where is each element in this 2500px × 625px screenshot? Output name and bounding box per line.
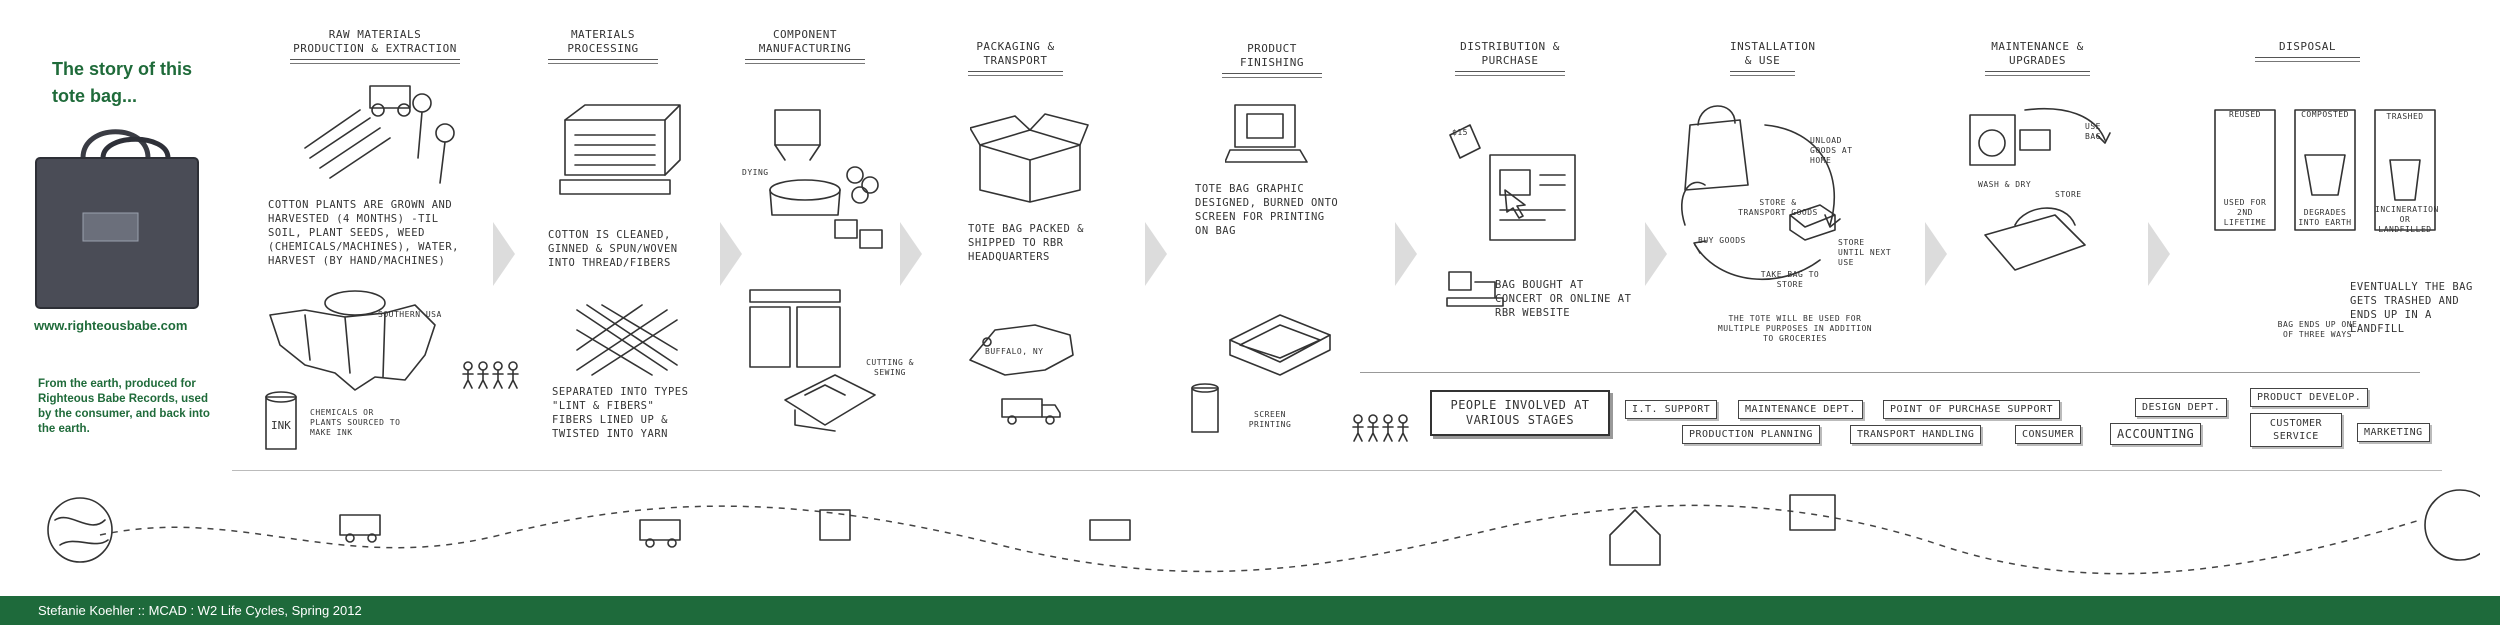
ink-can-sketch: INK (265, 391, 297, 450)
stage-heading-distribution-purchase: Distribution & Purchase (1455, 40, 1565, 76)
role-it-support: I.T. Support (1625, 400, 1718, 419)
stage-text-raw-materials: Cotton plants are grown and harvested (4… (268, 199, 460, 267)
role-design-dept: Design Dept. (2135, 398, 2228, 417)
use-cycle-sketch (1680, 105, 1841, 280)
role-product-develop: Product Develop. (2250, 388, 2369, 407)
note-reused: Reused (2229, 110, 2261, 119)
sewing-machine-sketch (784, 374, 876, 432)
note-three-ways: Bag ends up one of three ways (2277, 320, 2358, 339)
note-degrades: Degrades into earth (2298, 208, 2352, 227)
people-divider (1360, 372, 2420, 373)
stage-arrow-4 (1145, 222, 1167, 286)
stage-arrow-1 (493, 222, 515, 286)
stage-text-materials-processing: Cotton is cleaned, ginned & spun/woven i… (548, 229, 678, 269)
tagline: From the earth, produced for Righteous B… (38, 378, 210, 435)
dying-vats-sketch (769, 109, 883, 249)
note-take-bag-to-store: Take bag to store (1760, 270, 1820, 289)
note-wash-dry: Wash & dry (1978, 180, 2032, 189)
usa-map-sketch (269, 290, 436, 391)
note-store-transport: Store & transport goods (1738, 198, 1818, 217)
note-store: Store (2055, 190, 2082, 199)
gin-machine-sketch (559, 104, 681, 195)
note-composted: Composted (2301, 110, 2349, 119)
note-trashed: Trashed (2386, 112, 2424, 121)
stage-arrow-5 (1395, 222, 1417, 286)
stage-heading-disposal: Disposal (2255, 40, 2360, 62)
stage-text-packaging-transport: Tote bag packed & shipped to RBR headqua… (968, 223, 1084, 263)
stage-arrow-7 (1925, 222, 1947, 286)
note-dying: Dying (742, 168, 769, 177)
note-use-bag: Use bag (2085, 122, 2101, 141)
note-price: $15 (1452, 128, 1468, 137)
role-transport-handling: Transport Handling (1850, 425, 1982, 444)
fabric-panels-sketch (749, 289, 841, 368)
note-unload-goods: Unload goods at home (1810, 136, 1853, 165)
timeline-divider (232, 470, 2442, 471)
role-point-of-purchase-support: Point of Purchase Support (1883, 400, 2061, 419)
stage-heading-materials-processing: Materials Processing (548, 28, 658, 64)
stage-arrow-2 (720, 222, 742, 286)
note-buy-goods: Buy goods (1698, 236, 1746, 245)
disposal-options-sketch (2214, 109, 2436, 231)
svg-text:INK: INK (271, 419, 291, 432)
story-title: The story of this tote bag... (52, 59, 193, 106)
stage-heading-raw-materials: Raw Materials Production & Extraction (290, 28, 460, 64)
role-accounting: Accounting (2110, 423, 2202, 445)
note-screen-printing: Screen printing (1248, 410, 1292, 429)
stage-heading-packaging-transport: Packaging & Transport (968, 40, 1063, 76)
stage-arrow-6 (1645, 222, 1667, 286)
stage-heading-installation-use: Installation & Use (1730, 40, 1815, 76)
stage-text-distribution-purchase: Bag bought at concert or online at RBR w… (1495, 279, 1632, 319)
note-southern-usa: Southern USA (378, 310, 442, 319)
stage-text-installation-use: The tote will be used for multiple purpo… (1717, 314, 1873, 343)
website-link[interactable]: www.righteousbabe.com (34, 318, 188, 333)
stage-heading-product-finishing: Product Finishing (1222, 42, 1322, 78)
footer-credit: Stefanie Koehler :: MCAD : W2 Life Cycle… (38, 603, 362, 618)
stage-text-disposal: Eventually the bag gets trashed and ends… (2350, 281, 2473, 335)
note-cutting-sewing: Cutting & sewing (866, 358, 914, 377)
wash-cycle-sketch (1969, 108, 2111, 271)
note-chemicals: Chemicals or plants sourced to make ink (310, 408, 401, 437)
online-store-sketch (1449, 124, 1576, 241)
lifecycle-path-sketch (47, 489, 2480, 575)
screen-printing-sketch (1229, 314, 1331, 376)
note-incineration: Incineration or landfilled (2375, 205, 2439, 234)
stage-arrow-8 (2148, 222, 2170, 286)
people-group-sketch (462, 361, 519, 389)
note-second-lifetime: Used for 2nd lifetime (2223, 198, 2267, 227)
laptop-sketch (1225, 104, 1308, 163)
note-store-until-next-use: Store until next use (1838, 238, 1892, 267)
shipping-box-sketch (970, 113, 1089, 203)
role-customer-service: Customer Service (2250, 413, 2342, 447)
role-maintenance-dept: Maintenance Dept. (1738, 400, 1863, 419)
ny-state-map-sketch (969, 324, 1074, 376)
role-consumer: Consumer (2015, 425, 2082, 444)
people-involved-box: People involved at various stages (1430, 390, 1610, 436)
stage-text-product-finishing: Tote bag graphic designed, burned onto s… (1195, 183, 1339, 237)
fibers-sketch (576, 304, 678, 376)
note-buffalo: Buffalo, NY (985, 347, 1044, 356)
note-fibers: Separated into types "lint & fibers" fib… (552, 386, 689, 440)
stage-arrow-3 (900, 222, 922, 286)
role-production-planning: Production Planning (1682, 425, 1820, 444)
stage-heading-component-manufacturing: Component Manufacturing (745, 28, 865, 64)
footer-bar (0, 596, 2500, 625)
truck-sketch-stage4 (1001, 398, 1061, 425)
people-group-sketch-2 (1352, 414, 1409, 442)
stage-heading-maintenance-upgrades: Maintenance & Upgrades (1985, 40, 2090, 76)
cotton-field-sketch (304, 85, 455, 184)
ink-can-sketch-stage5 (1191, 383, 1219, 433)
role-marketing: Marketing (2357, 423, 2430, 442)
tote-bag-image (35, 129, 199, 309)
checkout-counter-sketch (1446, 271, 1504, 307)
